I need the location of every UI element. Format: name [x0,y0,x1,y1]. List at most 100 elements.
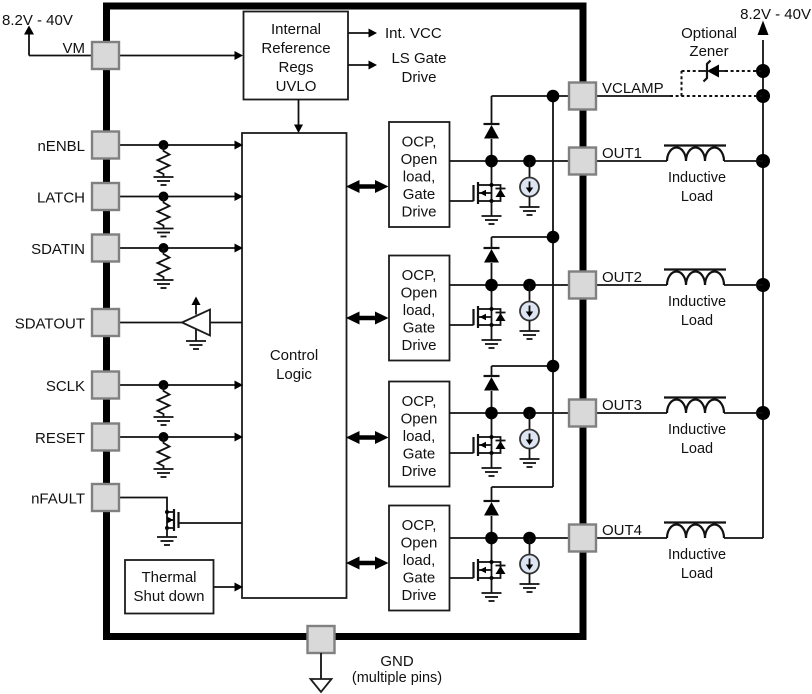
junction-dot [485,531,498,545]
sclk-row [119,380,243,426]
ocp-block-3 [388,380,451,488]
junction-dot [485,154,498,168]
vm-wire [119,51,243,60]
mosfet-icon [472,538,506,581]
left-supply: 8.2V - 40V [2,12,92,57]
pin-sdatin-label: SDATIN [31,241,85,258]
ocp3-line4: Gate [403,446,436,463]
ls-gate-drive-output: LS Gate Drive [348,50,447,86]
pin-out1 [567,146,598,176]
int-vcc-label: Int. VCC [385,25,442,42]
right-supply-label: 8.2V - 40V [740,6,811,23]
junction-dot [756,64,770,78]
internal-reference-line4: UVLO [276,78,317,95]
inductor-icon [664,144,726,162]
right-arrow-icon [234,140,243,150]
optional-zener-branch: Optional Zener [596,25,763,97]
ocp-block-1 [388,121,451,228]
pin-sdatout [90,307,121,338]
bidir-arrow-icon [346,180,389,193]
up-arrow-icon [24,25,34,35]
gnd-pin-group: GND (multiple pins) [306,624,442,694]
earth-ground-icon [308,678,334,694]
pin-nfault [90,482,121,513]
pin-vclamp [567,81,598,111]
ground-icon [153,416,174,426]
load-1: Inductive Load [596,144,763,205]
channel-3: OCP, Open load, Gate Drive [346,365,569,488]
load4-line1: Inductive [668,547,726,563]
mosfet-icon [472,285,506,328]
control-logic-block: Control Logic [241,132,348,599]
ground-icon [153,279,174,289]
optional-zener-line1: Optional [681,25,737,42]
pin-reset-label: RESET [35,430,85,447]
right-arrow-icon [234,380,243,390]
load1-line2: Load [681,189,713,205]
bidir-arrow-icon [346,311,389,325]
internal-reference-line3: Regs [278,59,313,76]
pins-left: VM nENBL LATCH SDATIN SDATOUT SCLK RESET… [15,40,121,513]
pins-right: VCLAMP OUT1 OUT2 OUT3 OUT4 [567,80,664,553]
clamp-diode-icon [483,366,500,413]
pulldown-resistor-icon [153,145,174,186]
ocp2-line2: Open [401,285,438,302]
ground-icon [481,339,502,349]
current-source-icon [519,413,540,468]
ocp1-line3: load, [403,169,436,186]
gnd-label: GND [380,653,414,670]
inductor-icon [664,268,726,286]
junction-dot [485,406,498,420]
ground-icon [153,176,174,186]
nenbl-row [119,140,243,186]
load3-line1: Inductive [668,422,726,438]
pin-out2 [567,270,598,300]
channel-4: OCP, Open load, Gate Drive [346,486,569,612]
mosfet-icon [472,413,506,456]
pin-sdatin [90,233,121,263]
inductor-icon [664,521,726,539]
pin-reset [90,422,121,452]
ground-icon [157,536,177,546]
ocp-block-2 [388,254,451,362]
ls-gate-drive-line2: Drive [401,69,436,86]
channel-1: OCP, Open load, Gate Drive [346,95,569,228]
right-supply-rail: 8.2V - 40V [740,6,811,538]
ocp4-line4: Gate [403,570,436,587]
ocp1-line2: Open [401,151,438,168]
right-arrow-icon [234,192,243,201]
pin-out4 [567,523,598,553]
current-source-icon [519,161,540,216]
vclamp-rail [546,89,560,487]
inductor-icon [664,396,726,414]
ground-icon [153,468,174,478]
ocp4-line3: load, [403,552,436,569]
load-4: Inductive Load [596,521,763,582]
clamp-diode-icon [483,237,500,285]
reset-row [119,432,243,478]
tristate-buffer-icon [179,308,211,337]
right-arrow-icon [234,51,243,60]
pulldown-resistor-icon [153,437,174,478]
zener-diode-icon [700,59,725,83]
pin-nenbl [90,130,121,160]
pulldown-resistor-icon [153,196,174,238]
ocp3-line3: load, [403,428,436,445]
pin-nfault-label: nFAULT [31,491,85,508]
load4-line2: Load [681,566,713,582]
right-arrow-icon [368,60,377,70]
ground-icon [153,227,174,238]
ground-icon [519,330,540,340]
nfault-row [119,496,242,546]
internal-reference-line1: Internal [271,21,321,38]
junction-dot [546,230,560,244]
pin-out4-label: OUT4 [602,522,642,539]
clamp-diode-icon [483,487,500,538]
up-arrow-icon [191,296,201,305]
right-arrow-icon [234,582,243,592]
pin-nenbl-label: nENBL [37,138,85,155]
control-logic-line2: Logic [276,366,312,383]
pin-gnd [306,624,336,655]
ocp-block-4 [388,504,451,612]
load1-line1: Inductive [668,170,726,186]
